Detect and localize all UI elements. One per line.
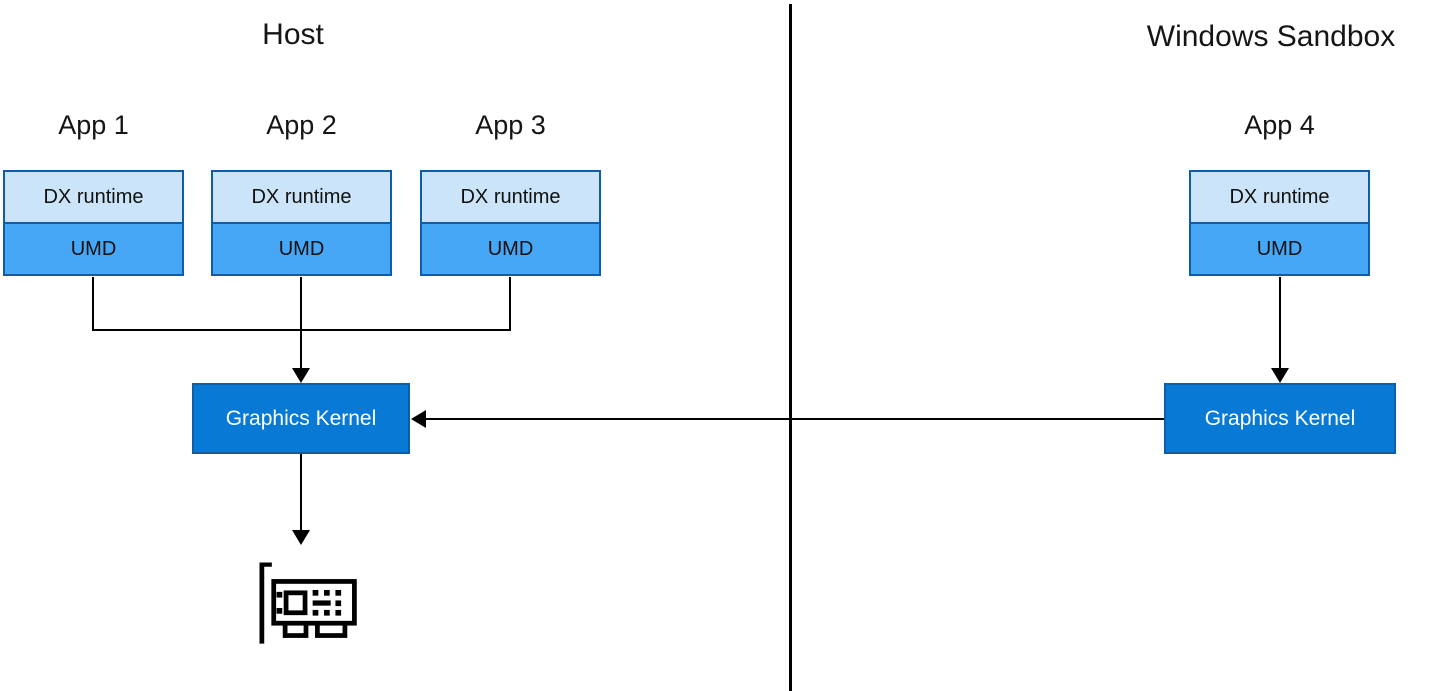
app1-umd-layer: UMD xyxy=(3,224,184,276)
app4-dx-runtime-layer: DX runtime xyxy=(1189,170,1370,224)
app3-umd-layer: UMD xyxy=(420,224,601,276)
arrowhead-into-host-kernel-side xyxy=(411,410,426,428)
app1-dx-runtime-layer: DX runtime xyxy=(3,170,184,224)
app4-connector-line xyxy=(1279,277,1281,369)
app2-stack: DX runtime UMD xyxy=(211,170,392,276)
app3-dx-runtime-layer: DX runtime xyxy=(420,170,601,224)
arrowhead-into-sandbox-kernel xyxy=(1271,368,1289,383)
panel-divider-line xyxy=(789,4,792,691)
host-panel-title: Host xyxy=(262,18,324,51)
arrowhead-into-host-kernel xyxy=(292,368,310,383)
kernel-to-gpu-line xyxy=(300,454,302,531)
app1-connector-line xyxy=(92,277,94,331)
arrowhead-into-gpu xyxy=(292,530,310,545)
app3-stack: DX runtime UMD xyxy=(420,170,601,276)
app1-label: App 1 xyxy=(58,110,129,140)
app3-label: App 3 xyxy=(475,110,546,140)
app2-label: App 2 xyxy=(266,110,337,140)
gpu-card-icon xyxy=(259,562,357,644)
app4-stack: DX runtime UMD xyxy=(1189,170,1370,276)
sandbox-to-host-kernel-line xyxy=(425,418,1164,420)
app4-label: App 4 xyxy=(1244,110,1315,140)
app2-dx-runtime-layer: DX runtime xyxy=(211,170,392,224)
app4-umd-layer: UMD xyxy=(1189,224,1370,276)
host-graphics-kernel-box: Graphics Kernel xyxy=(192,383,410,454)
sandbox-panel-title: Windows Sandbox xyxy=(1146,20,1396,53)
app2-umd-layer: UMD xyxy=(211,224,392,276)
app1-stack: DX runtime UMD xyxy=(3,170,184,276)
sandbox-graphics-kernel-box: Graphics Kernel xyxy=(1164,383,1396,454)
app3-connector-line xyxy=(509,277,511,331)
app2-connector-line xyxy=(300,277,302,369)
